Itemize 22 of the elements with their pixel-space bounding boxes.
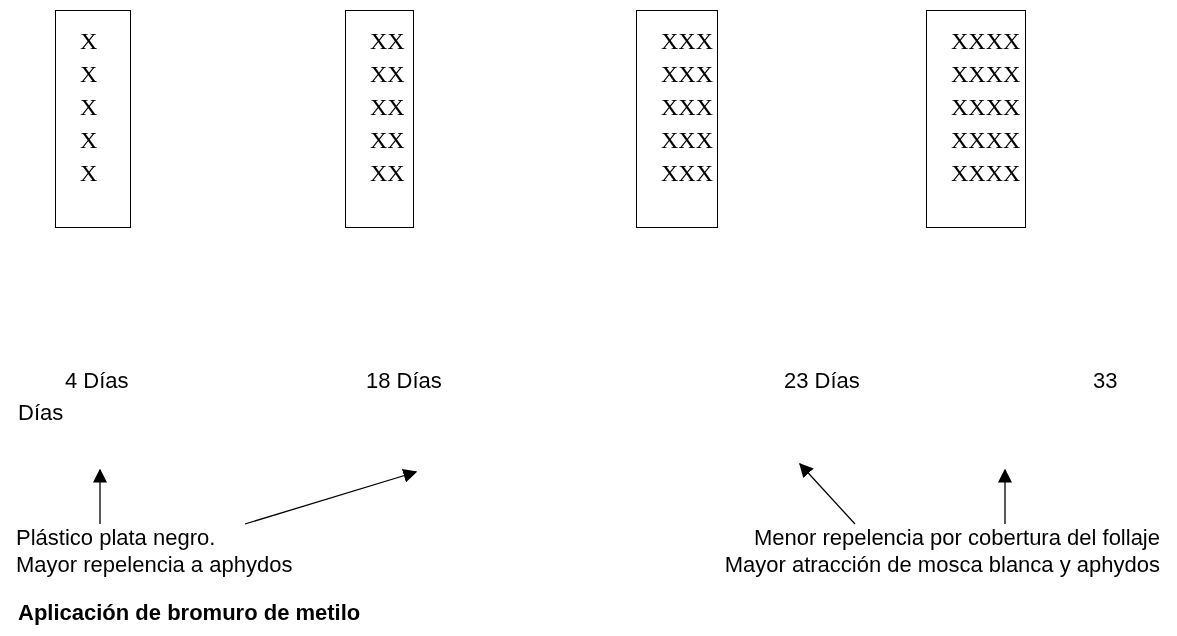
annotation-text: Menor repelencia por cobertura del follaje bbox=[753, 524, 1160, 551]
day-label: Días bbox=[18, 400, 64, 426]
text-box bbox=[926, 10, 1026, 228]
day-label: 23 Días bbox=[784, 368, 860, 394]
day-label: 18 Días bbox=[366, 368, 442, 394]
annotation-text: Plástico plata negro. bbox=[16, 524, 217, 551]
mark-column: XX XX XX XX XX bbox=[370, 25, 405, 190]
annotation-text: Mayor repelencia a aphydos bbox=[16, 551, 294, 578]
annotation-text: Mayor atracción de mosca blanca y aphydos bbox=[723, 551, 1160, 578]
arrow bbox=[244, 468, 418, 525]
day-label: 4 Días bbox=[65, 368, 129, 394]
text-box bbox=[345, 10, 414, 228]
mark-column: XXX XXX XXX XXX XXX bbox=[661, 25, 713, 190]
arrow bbox=[998, 468, 1012, 525]
arrow bbox=[799, 462, 856, 525]
text-box bbox=[636, 10, 718, 228]
caption-text: Aplicación de bromuro de metilo bbox=[18, 600, 361, 626]
mark-column: XXXX XXXX XXXX XXXX XXXX bbox=[951, 25, 1021, 190]
text-box bbox=[55, 10, 131, 228]
arrow bbox=[93, 468, 107, 525]
mark-column: X X X X X bbox=[80, 25, 98, 190]
day-label: 33 bbox=[1093, 368, 1118, 394]
